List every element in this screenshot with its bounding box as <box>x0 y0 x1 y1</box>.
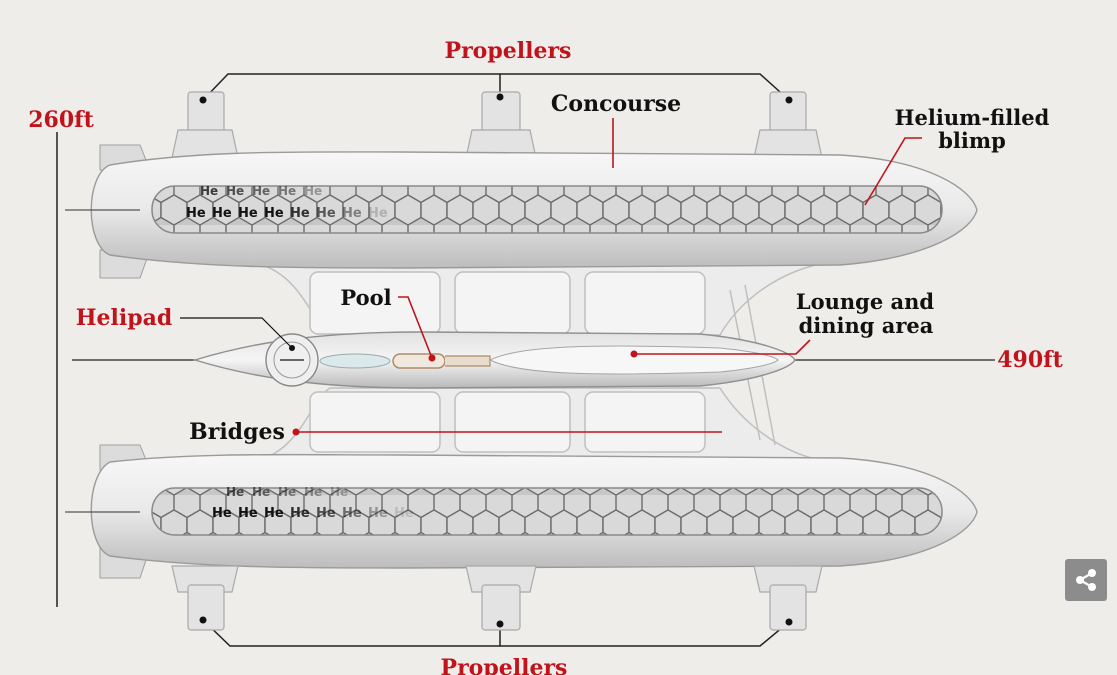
share-icon <box>1076 569 1096 591</box>
he-symbol: He <box>186 206 206 221</box>
he-symbol: He <box>304 485 322 499</box>
he-symbol: He <box>252 184 270 198</box>
he-symbol: He <box>212 206 232 221</box>
height-label: 260ft <box>28 107 94 133</box>
he-symbol: He <box>304 184 322 198</box>
share-button[interactable] <box>1065 559 1107 601</box>
lounge-label-line2: dining area <box>799 313 934 338</box>
pool-label: Pool <box>340 285 391 310</box>
he-symbol: He <box>264 506 284 521</box>
propellers-bottom-label: Propellers <box>441 655 568 675</box>
he-symbol: He <box>290 206 310 221</box>
propeller-mount <box>171 91 823 159</box>
he-symbol: He <box>342 206 362 221</box>
bridges-structure <box>249 261 831 463</box>
he-symbol: He <box>316 506 336 521</box>
bridges-label: Bridges <box>189 419 285 445</box>
helium-blimp-label-line2: blimp <box>938 128 1006 153</box>
he-symbol: He <box>200 184 218 198</box>
lounge-label-line1: Lounge and <box>796 289 935 314</box>
he-symbol: He <box>226 485 244 499</box>
annotation-leaders <box>180 118 922 436</box>
propellers-top-label: Propellers <box>445 38 572 64</box>
he-symbol: He <box>238 206 258 221</box>
he-symbol: He <box>316 206 336 221</box>
he-symbol: He <box>226 184 244 198</box>
helipad-label: Helipad <box>76 305 173 331</box>
propeller-leaders-top <box>202 73 790 101</box>
helium-cells <box>151 185 943 234</box>
helium-blimp-label-line1: Helium-filled <box>895 105 1050 130</box>
he-symbol: He <box>264 206 284 221</box>
central-hull <box>192 331 796 389</box>
he-symbol: He <box>368 506 388 521</box>
concourse-label: Concourse <box>551 91 681 117</box>
top-blimp <box>65 91 978 279</box>
he-symbol: He <box>368 206 388 221</box>
propeller-mount <box>171 565 823 631</box>
he-symbol: He <box>252 485 270 499</box>
he-symbol: He <box>342 506 362 521</box>
he-symbol: He <box>290 506 310 521</box>
he-symbol: He <box>278 184 296 198</box>
helium-cells <box>151 487 943 536</box>
he-symbol: He <box>330 485 348 499</box>
he-symbol: He <box>394 506 414 521</box>
he-symbol: He <box>212 506 232 521</box>
bottom-blimp <box>65 444 978 631</box>
helium-symbols: He He He He He He He He He He He He He H… <box>186 184 414 521</box>
pool <box>392 353 446 369</box>
he-symbol: He <box>238 506 258 521</box>
he-symbol: He <box>278 485 296 499</box>
length-label: 490ft <box>997 347 1063 373</box>
pool-area <box>319 353 391 369</box>
